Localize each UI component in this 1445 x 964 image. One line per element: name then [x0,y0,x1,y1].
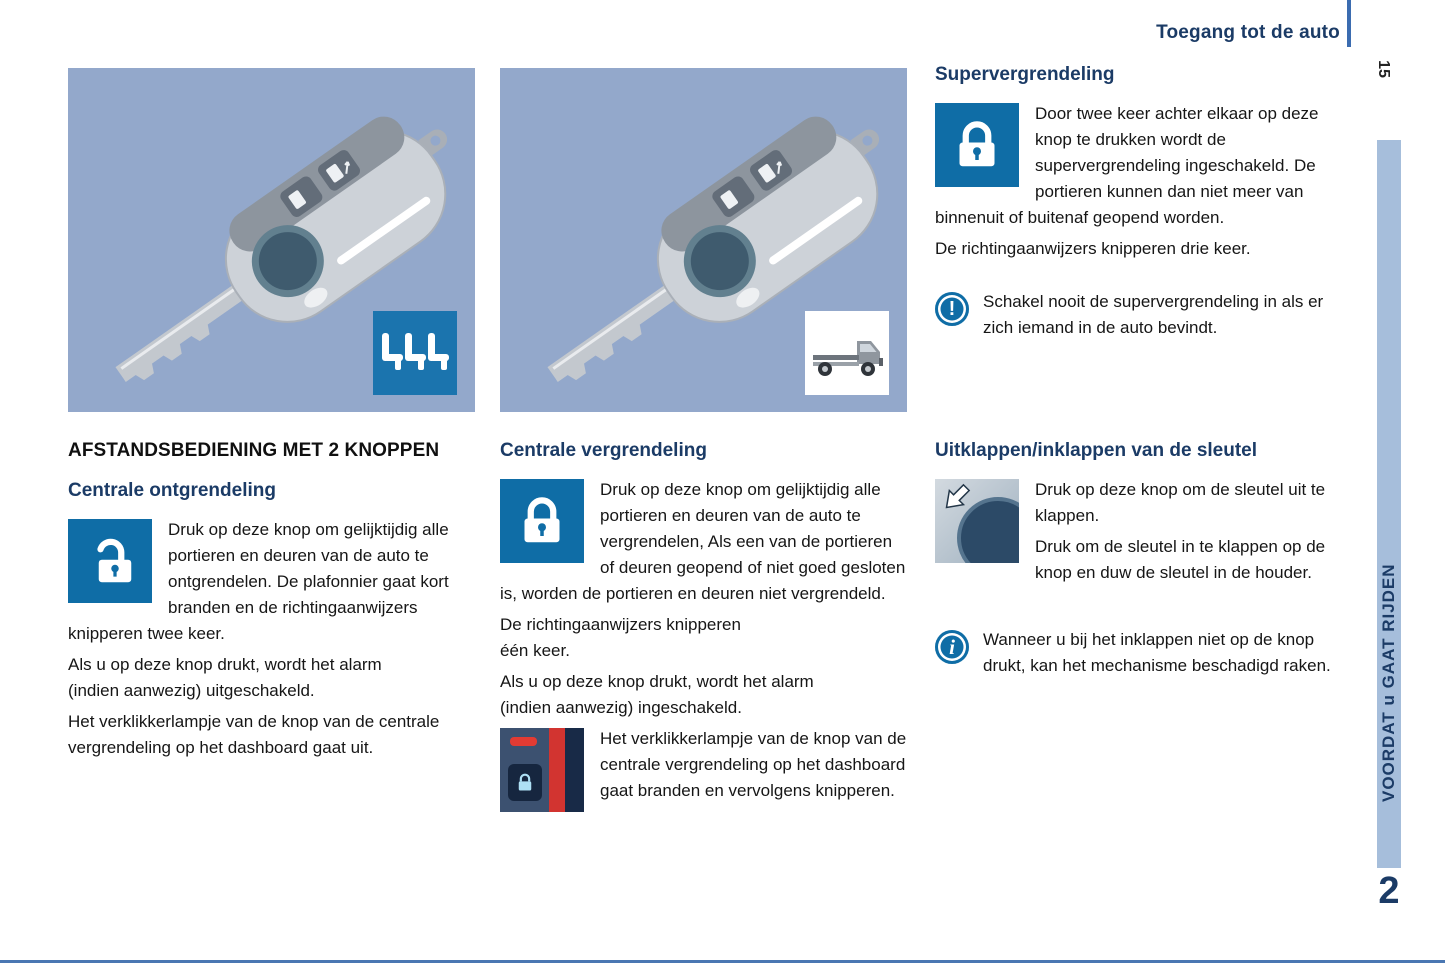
dashboard-lock-indicator-icon [500,728,584,812]
paragraph: De richtingaanwijzers knipperen één keer… [500,615,741,660]
section-super-lock: Supervergrendeling Door twee keer achter… [935,64,1341,341]
chapter-number: 2 [1378,870,1400,912]
paragraph: Druk op deze knop om de sleutel uit te k… [1035,480,1326,525]
paragraph: Door twee keer achter elkaar op deze kno… [935,104,1319,227]
paragraph: Als u op deze knop drukt, wordt het alar… [68,655,382,700]
warning-icon: ! [935,292,969,326]
paragraph: Druk om de sleutel in te klappen op de k… [1035,537,1326,582]
section-key-fold: Uitklappen/inklappen van de sleutel Druk… [935,440,1341,679]
page-number: 15 [1375,60,1392,78]
header-rule [1347,0,1351,47]
subsection-title-key-fold: Uitklappen/inklappen van de sleutel [935,440,1258,461]
paragraph: De richtingaanwijzers knipperen drie kee… [935,239,1251,258]
key-release-button-icon [935,479,1019,563]
remote-key-image-left [68,68,475,412]
info-note: i Wanneer u bij het inklappen niet op de… [935,627,1341,679]
warning-text: Schakel nooit de supervergrendeling in a… [983,292,1324,337]
paragraph: Als u op deze knop drukt, wordt het alar… [500,672,814,717]
info-icon: i [935,630,969,664]
paragraph: Het verklikkerlampje van de knop van de … [68,712,440,757]
chapter-tab-bar [1377,140,1401,868]
chapter-tab-label: VOORDAT u GAAT RIJDEN [1379,563,1398,802]
lock-icon [935,103,1019,187]
info-text: Wanneer u bij het inklappen niet op de k… [983,630,1331,675]
paragraph: Druk op deze knop om gelijktijdig alle p… [68,520,449,643]
unlock-icon [68,519,152,603]
remote-key-illustration [115,116,448,382]
bottom-rule [0,960,1445,963]
section-central-lock: Centrale vergrendeling Druk op deze knop… [500,440,907,844]
subsection-title-central-lock: Centrale vergrendeling [500,440,707,461]
chassis-cab-truck-icon [805,311,889,395]
paragraph: Druk op deze knop om gelijktijdig alle p… [500,480,906,603]
subsection-title-central-unlock: Centrale ontgrendeling [68,480,276,501]
remote-key-illustration [547,116,880,382]
page-header-title: Toegang tot de auto [1156,22,1340,43]
paragraph: Het verklikkerlampje van de knop van de … [600,729,907,800]
lock-icon [500,479,584,563]
subsection-title-super-lock: Supervergrendeling [935,64,1115,85]
section-remote-control: AFSTANDSBEDIENING MET 2 KNOPPEN Centrale… [68,440,472,766]
three-seats-icon [373,311,457,395]
warning-note: ! Schakel nooit de supervergrendeling in… [935,289,1341,341]
remote-key-image-right [500,68,907,412]
section-title: AFSTANDSBEDIENING MET 2 KNOPPEN [68,440,440,461]
